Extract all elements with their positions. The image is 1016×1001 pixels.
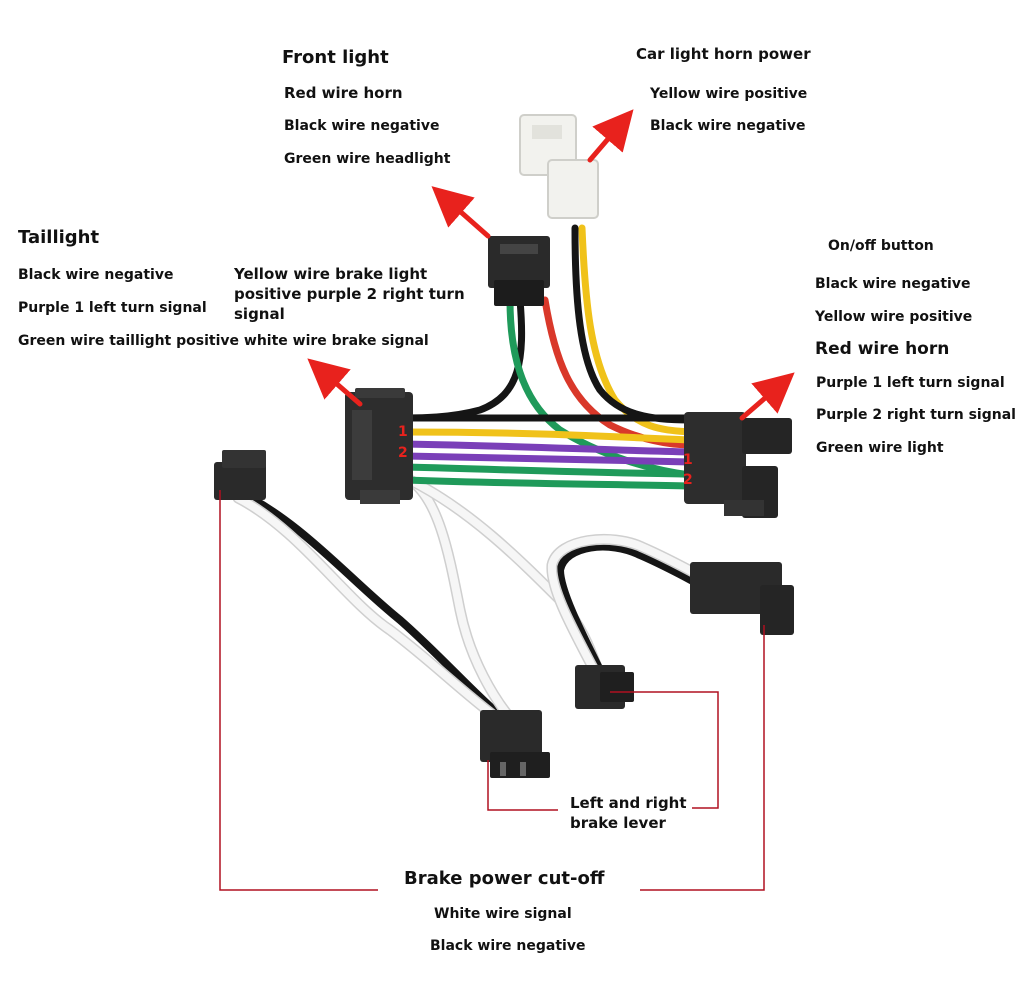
horn-power-arrow bbox=[587, 109, 634, 163]
horn-power-line-2: Black wire negative bbox=[650, 118, 806, 134]
brake-cutoff-connector bbox=[214, 450, 266, 500]
front-light-title: Front light bbox=[282, 47, 389, 68]
brake-cutoff-right-callout bbox=[640, 625, 765, 891]
brake-lever-left-callout bbox=[487, 760, 558, 811]
harness-bundle bbox=[401, 224, 694, 490]
on-off-button-title: On/off button bbox=[828, 238, 934, 254]
horn-power-line-1: Yellow wire positive bbox=[650, 86, 808, 102]
front-light-arrow bbox=[431, 186, 491, 239]
on-off-button-line-2: Yellow wire positive bbox=[815, 309, 973, 325]
brake-cutoff-cable bbox=[231, 486, 509, 724]
brake-cutoff-line-1: White wire signal bbox=[434, 906, 572, 922]
taillight-arrow bbox=[307, 358, 363, 407]
horn-power-title: Car light horn power bbox=[636, 45, 811, 63]
right-pin-2-label: 2 bbox=[683, 472, 693, 488]
right-pin-1-label: 1 bbox=[683, 452, 693, 468]
taillight-line-1: Black wire negative bbox=[18, 267, 174, 283]
taillight-connector bbox=[345, 388, 413, 504]
pointer-arrows bbox=[307, 109, 795, 421]
right-brake-lever-connector bbox=[575, 665, 634, 709]
left-pin-1-label: 1 bbox=[398, 424, 408, 440]
front-light-line-3: Green wire headlight bbox=[284, 151, 451, 167]
callout-lines bbox=[219, 490, 765, 891]
brake-lever-right-connector bbox=[690, 562, 794, 635]
taillight-title: Taillight bbox=[18, 227, 100, 248]
brake-lever-label: Left and right brake lever bbox=[570, 794, 687, 832]
on-off-button-line-1: Black wire negative bbox=[815, 276, 971, 292]
on-off-button-line-3: Red wire horn bbox=[815, 339, 950, 359]
taillight-line-2: Purple 1 left turn signal bbox=[18, 300, 207, 316]
on-off-button-line-5: Purple 2 right turn signal bbox=[816, 407, 1016, 423]
brake-cutoff-left-callout bbox=[219, 490, 378, 891]
on-off-button-line-4: Purple 1 left turn signal bbox=[816, 375, 1005, 391]
on-off-button-line-6: Green wire light bbox=[816, 440, 944, 456]
front-light-line-1: Red wire horn bbox=[284, 84, 403, 102]
on-off-button-arrow bbox=[739, 372, 795, 421]
brake-cutoff-line-2: Black wire negative bbox=[430, 938, 586, 954]
taillight-line-3: Green wire taillight positive white wire… bbox=[18, 333, 429, 349]
left-brake-lever-connector bbox=[480, 710, 550, 778]
brake-lever-right-callout bbox=[610, 691, 719, 809]
front-light-connector bbox=[488, 236, 550, 306]
right-brake-lever-cable bbox=[546, 533, 718, 674]
brake-light-note: Yellow wire brake light positive purple … bbox=[234, 265, 465, 323]
on-off-button-connector bbox=[684, 412, 792, 518]
brake-cutoff-title: Brake power cut-off bbox=[404, 868, 605, 889]
front-light-line-2: Black wire negative bbox=[284, 118, 440, 134]
horn-power-connector bbox=[519, 114, 599, 219]
left-pin-2-label: 2 bbox=[398, 445, 408, 461]
